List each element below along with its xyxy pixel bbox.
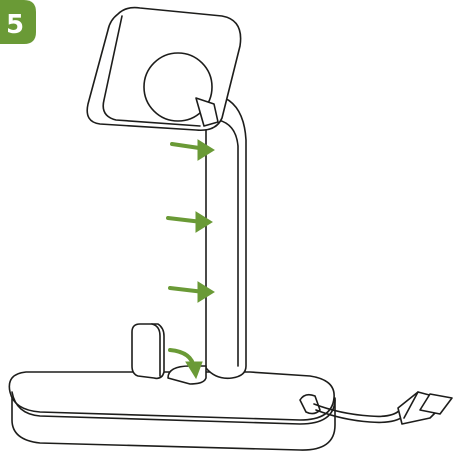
pillar-body — [200, 96, 246, 378]
stand-pillar — [168, 96, 246, 384]
stand-base — [9, 372, 335, 450]
step-badge: 5 — [0, 0, 36, 44]
step-number: 5 — [6, 10, 24, 40]
cable-clip — [132, 324, 164, 378]
charging-head — [87, 8, 240, 131]
usb-plug-icon — [398, 392, 452, 424]
